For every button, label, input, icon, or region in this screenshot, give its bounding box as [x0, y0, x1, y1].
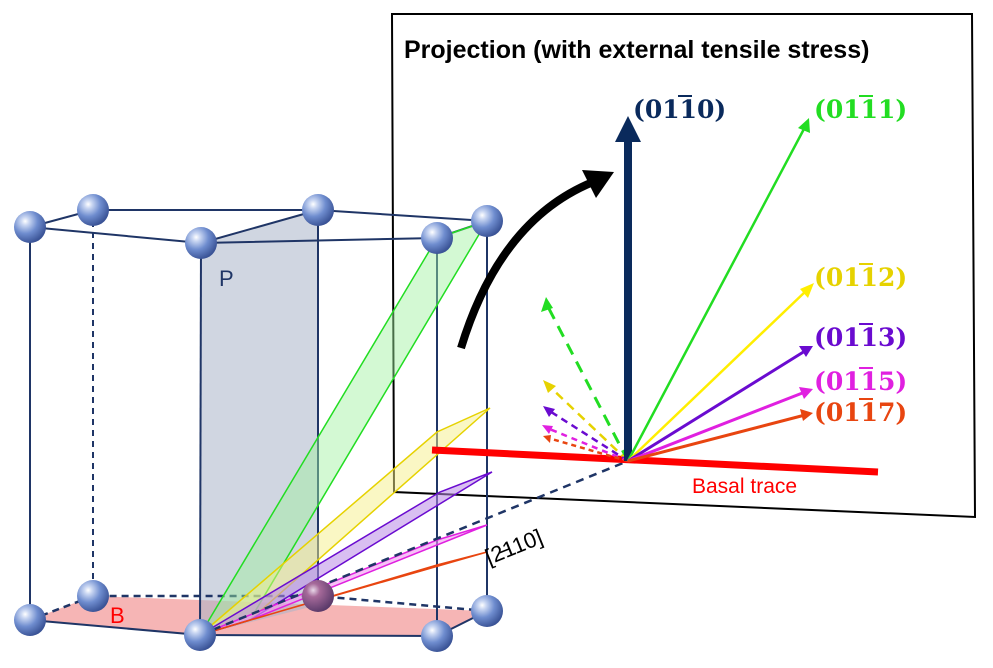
bottom-hexagon-back: [29, 594, 488, 622]
projection-panel: Projection (with external tensile stress…: [390, 13, 977, 519]
plane-01-17: [199, 551, 488, 636]
atom: [302, 194, 334, 226]
panel-frame: [390, 13, 977, 519]
projected-vectors: Basal trace: [431, 95, 907, 498]
panel-title: Projection (with external tensile stress…: [404, 36, 869, 64]
atom: [421, 620, 453, 652]
atom: [185, 227, 217, 259]
vector-01-15: [627, 387, 813, 463]
atom: [471, 595, 503, 627]
atom: [77, 580, 109, 612]
edge-v4: [199, 242, 202, 636]
direction-line: [199, 459, 629, 637]
atom-label-b: B: [110, 603, 125, 628]
label-01-15: (0115): [814, 367, 907, 396]
atoms: [14, 194, 503, 652]
rotation-arrow: [457, 170, 614, 350]
atom: [471, 205, 503, 237]
atom: [77, 194, 109, 226]
basal-trace-line: [431, 446, 879, 476]
basal-trace-label: Basal trace: [692, 475, 797, 498]
label-01-11: (0111): [814, 95, 907, 124]
label-01-10: (0110): [633, 95, 726, 124]
atom: [14, 604, 46, 636]
edge-diag-top: [200, 209, 319, 244]
vector-01-11: [626, 118, 810, 462]
atom-label-p: P: [219, 266, 234, 291]
hexagonal-cell: [2110] P B: [14, 194, 629, 652]
bottom-hexagon-front: [29, 610, 488, 638]
vector-01-13: [627, 346, 813, 463]
direction-overbar: [498, 548, 510, 554]
atom-hidden: [302, 580, 334, 612]
atom: [184, 619, 216, 651]
vector-01-17: [627, 409, 813, 463]
prism-plane-fill: [200, 210, 318, 635]
plane-labels: (0110) (0111) (0112) (0113) (0115) (0117…: [633, 95, 907, 427]
label-01-17: (0117): [814, 398, 907, 427]
dashed-vectors: [541, 297, 630, 463]
label-01-12: (0112): [814, 263, 907, 292]
atom: [421, 222, 453, 254]
vector-01-10: [615, 116, 641, 461]
label-01-13: (0113): [814, 323, 907, 352]
atom: [14, 211, 46, 243]
direction-label: [2110]: [482, 524, 547, 569]
vector-01-12: [627, 283, 814, 462]
